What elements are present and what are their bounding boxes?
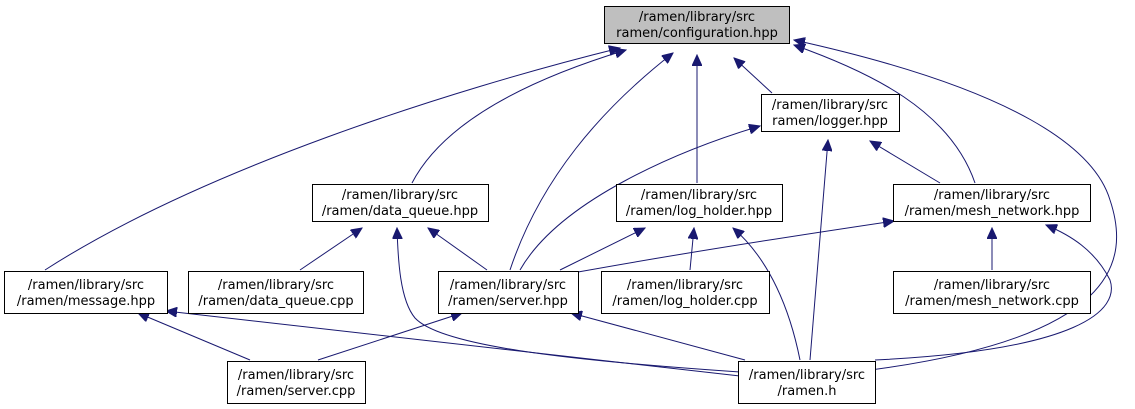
node-data-queue-cpp-line1: /ramen/library/src	[218, 278, 334, 293]
edge-server-to-configuration	[509, 53, 673, 271]
node-log-holder-hpp-line1: /ramen/library/src	[641, 188, 757, 203]
edge-ramen-h-to-configuration	[794, 40, 1118, 373]
node-ramen-h-line1: /ramen/library/src	[749, 368, 865, 383]
edge-server-to-mesh-network	[577, 221, 894, 273]
node-log-holder-cpp-line1: /ramen/library/src	[627, 278, 743, 293]
node-log-holder-cpp-line2: /ramen/log_holder.cpp	[612, 294, 757, 309]
edge-log-holder-cpp-to-log-holder	[690, 228, 694, 271]
node-ramen-h[interactable]: /ramen/library/src /ramen.h	[738, 361, 876, 404]
node-data-queue-cpp-line2: /ramen/data_queue.cpp	[198, 294, 353, 309]
node-data-queue-hpp[interactable]: /ramen/library/src /ramen/data_queue.hpp	[312, 184, 489, 222]
node-mesh-network-cpp-line1: /ramen/library/src	[934, 278, 1050, 293]
node-ramen-h-line2: /ramen.h	[778, 384, 837, 399]
edge-data-queue-cpp-to-data-queue	[299, 228, 362, 271]
node-server-cpp[interactable]: /ramen/library/src /ramen/server.cpp	[227, 361, 366, 404]
edge-message-to-configuration	[44, 48, 620, 271]
node-mesh-network-hpp-line1: /ramen/library/src	[934, 188, 1050, 203]
edge-ramen-h-to-message	[166, 311, 741, 377]
node-logger-hpp[interactable]: /ramen/library/src ramen/logger.hpp	[761, 94, 900, 132]
node-mesh-network-cpp[interactable]: /ramen/library/src /ramen/mesh_network.c…	[893, 271, 1091, 314]
node-server-hpp[interactable]: /ramen/library/src /ramen/server.hpp	[438, 271, 579, 314]
node-mesh-network-cpp-line2: /ramen/mesh_network.cpp	[905, 294, 1079, 309]
edge-server-to-log-holder	[559, 228, 645, 271]
node-configuration-hpp-line2: ramen/configuration.hpp	[616, 26, 778, 41]
node-logger-hpp-line2: ramen/logger.hpp	[772, 114, 888, 129]
edge-ramen-h-to-mesh-network	[874, 225, 1112, 361]
edge-server-to-logger	[519, 126, 760, 271]
node-message-hpp-line1: /ramen/library/src	[28, 278, 144, 293]
edge-ramen-h-to-logger	[809, 140, 828, 361]
node-server-hpp-line2: /ramen/server.hpp	[448, 294, 568, 309]
edge-data-queue-to-configuration	[411, 50, 626, 184]
node-logger-hpp-line1: /ramen/library/src	[772, 98, 888, 113]
node-log-holder-cpp[interactable]: /ramen/library/src /ramen/log_holder.cpp	[601, 271, 770, 314]
node-configuration-hpp[interactable]: /ramen/library/src ramen/configuration.h…	[604, 6, 790, 44]
node-log-holder-hpp-line2: /ramen/log_holder.hpp	[626, 204, 772, 219]
node-server-cpp-line2: /ramen/server.cpp	[237, 384, 356, 399]
node-log-holder-hpp[interactable]: /ramen/library/src /ramen/log_holder.hpp	[616, 184, 783, 222]
node-data-queue-hpp-line1: /ramen/library/src	[342, 188, 458, 203]
node-mesh-network-hpp-line2: /ramen/mesh_network.hpp	[905, 204, 1080, 219]
node-mesh-network-hpp[interactable]: /ramen/library/src /ramen/mesh_network.h…	[893, 184, 1091, 222]
node-data-queue-hpp-line2: /ramen/data_queue.hpp	[322, 204, 478, 219]
node-server-cpp-line1: /ramen/library/src	[238, 368, 354, 383]
edge-mesh-network-to-configuration	[794, 45, 976, 184]
edge-server-cpp-to-message	[138, 313, 251, 361]
node-data-queue-cpp[interactable]: /ramen/library/src /ramen/data_queue.cpp	[188, 271, 364, 314]
node-message-hpp-line2: /ramen/message.hpp	[17, 294, 155, 309]
edge-ramen-h-to-log-holder	[733, 228, 801, 361]
node-server-hpp-line1: /ramen/library/src	[450, 278, 566, 293]
node-message-hpp[interactable]: /ramen/library/src /ramen/message.hpp	[4, 271, 168, 314]
node-configuration-hpp-line1: /ramen/library/src	[639, 10, 755, 25]
edge-logger-to-configuration	[734, 58, 773, 94]
edge-mesh-network-to-logger	[870, 141, 941, 184]
edge-server-to-data-queue	[428, 228, 488, 271]
edges	[44, 40, 1118, 377]
edge-ramen-h-to-server	[571, 313, 746, 361]
